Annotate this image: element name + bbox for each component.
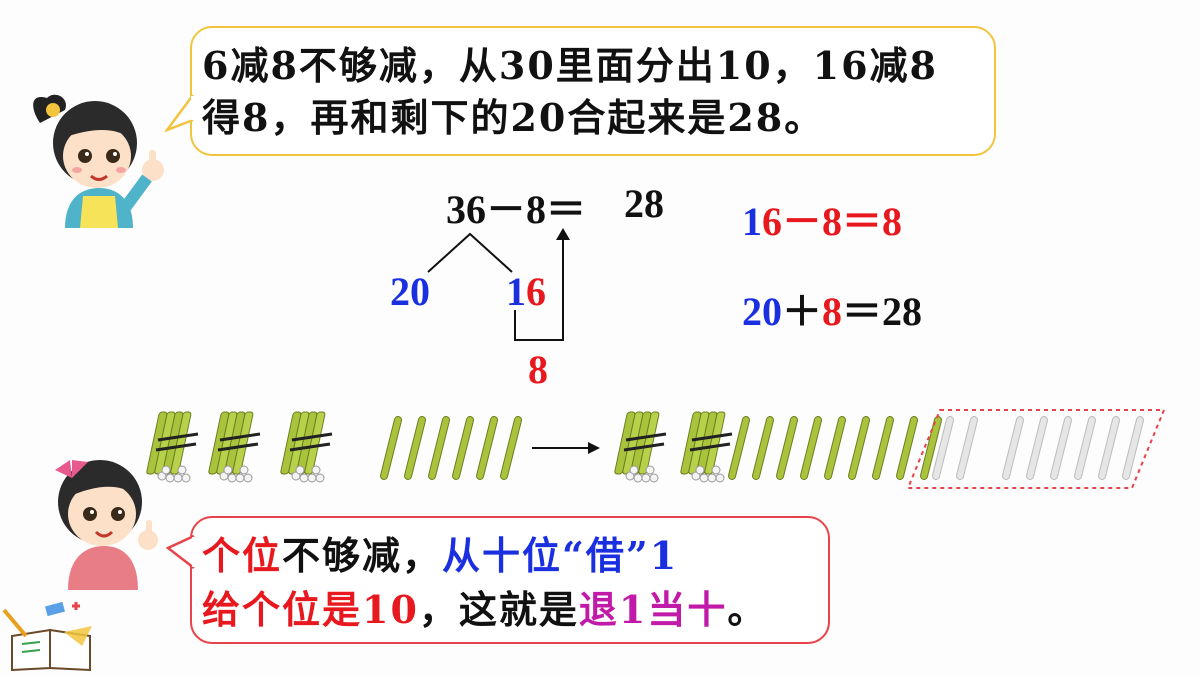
side-equation-1: 16－8＝8 xyxy=(742,199,902,244)
difference-value: 8 xyxy=(528,347,548,392)
split-ones-value: 16 xyxy=(506,269,546,314)
girl-top-illustration xyxy=(33,94,164,228)
decomposition-lines xyxy=(427,228,570,341)
counting-sticks-illustration xyxy=(144,409,1166,489)
bottom-bubble-line1: 个位不够减，从十位“借”1 xyxy=(202,533,679,578)
main-equation-result: 28 xyxy=(624,181,664,226)
bottom-bubble-tail xyxy=(166,534,196,569)
girl-bottom-illustration xyxy=(55,460,158,590)
main-equation-lhs: 36－8＝ xyxy=(446,187,586,232)
top-bubble-line2: 得8，再和剩下的20合起来是28。 xyxy=(202,95,825,140)
book-tools-icon xyxy=(2,601,92,671)
top-bubble-line1: 6减8不够减，从30里面分出10，16减8 xyxy=(202,43,938,88)
bottom-speech-bubble: 个位不够减，从十位“借”1 给个位是10，这就是退1当十。 xyxy=(190,516,830,644)
split-tens-value: 20 xyxy=(390,269,430,314)
bottom-bubble-line2: 给个位是10，这就是退1当十。 xyxy=(202,587,768,632)
top-bubble-tail xyxy=(165,94,195,133)
side-equation-2: 20＋8＝28 xyxy=(742,289,922,334)
top-speech-bubble: 6减8不够减，从30里面分出10，16减8 得8，再和剩下的20合起来是28。 xyxy=(190,26,996,156)
